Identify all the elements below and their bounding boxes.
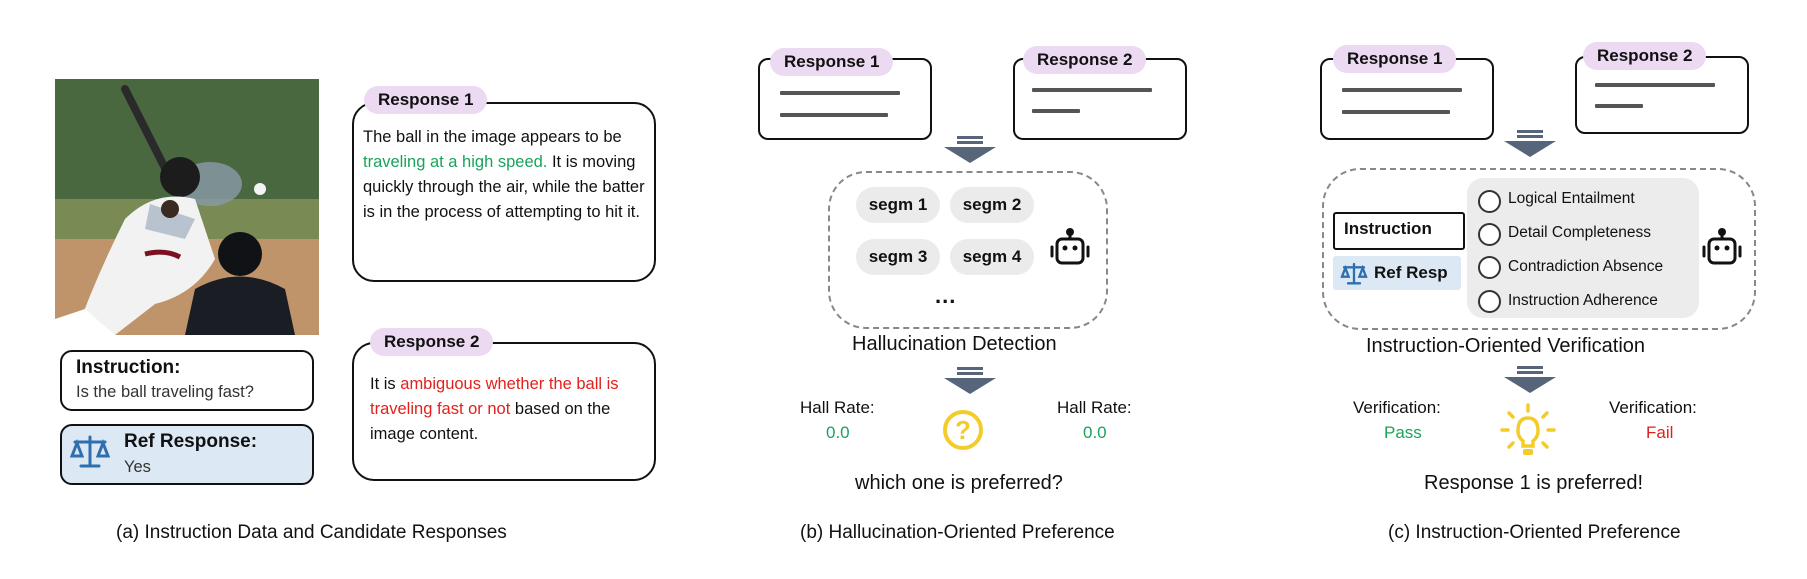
criterion-label: Contradiction Absence — [1508, 258, 1664, 275]
panel-c-ref-resp-label: Ref Resp — [1374, 263, 1448, 282]
panel-b-left-metric-value: 0.0 — [826, 423, 850, 442]
criterion-radio — [1478, 190, 1501, 213]
panel-c-left-metric-label: Verification: — [1353, 398, 1441, 417]
ref-response-label: Ref Response: — [124, 431, 258, 452]
instruction-box — [60, 350, 314, 411]
panel-a-response1-title: Response 1 — [364, 86, 488, 114]
criteria-panel — [1467, 178, 1699, 318]
panel-a-response1-text: The ball in the image appears to be trav… — [363, 125, 653, 225]
response1-text-part1: The ball in the image appears to be — [363, 128, 622, 146]
panel-a-response2-text: It is ambiguous whether the ball is trav… — [370, 372, 630, 447]
panel-c-right-metric-label: Verification: — [1609, 398, 1697, 417]
verification-container — [1322, 168, 1756, 330]
panel-b-right-metric-value: 0.0 — [1083, 423, 1107, 442]
response2-text-highlight: ambiguous whether the ball is traveling … — [370, 375, 619, 418]
panel-c-result: Response 1 is preferred! — [1424, 472, 1644, 494]
criterion-radio — [1478, 223, 1501, 246]
panel-c-stage-label: Instruction-Oriented Verification — [1366, 335, 1646, 357]
response1-text-line — [1342, 88, 1462, 92]
question-icon: ? — [943, 410, 983, 450]
panel-b-response1-title: Response 1 — [770, 48, 894, 76]
panel-b-result: which one is preferred? — [855, 472, 1063, 494]
panel-b-right-metric-label: Hall Rate: — [1057, 398, 1132, 417]
arrow-down-icon — [1504, 366, 1556, 393]
instruction-text: Is the ball traveling fast? — [76, 383, 254, 401]
segment-chip: segm 4 — [950, 239, 1034, 275]
panel-b-left-metric-label: Hall Rate: — [800, 398, 875, 417]
panel-c-right-metric-value: Fail — [1646, 423, 1674, 442]
response2-text-line — [1595, 83, 1715, 87]
robot-icon — [1702, 228, 1742, 265]
response2-text-line — [1032, 109, 1080, 113]
segment-chip: segm 2 — [950, 187, 1034, 223]
response1-text-part2: It is moving quickly through the air, wh… — [363, 153, 645, 221]
arrow-down-icon — [944, 136, 996, 163]
arrow-down-icon — [944, 367, 996, 394]
response1-text-line — [780, 113, 888, 117]
panel-c-instruction-label: Instruction — [1344, 219, 1432, 238]
criterion-label: Logical Entailment — [1508, 190, 1635, 207]
panel-b-response2-title: Response 2 — [1023, 46, 1147, 74]
segment-container — [828, 171, 1108, 329]
segment-chip: segm 1 — [856, 187, 940, 223]
panel-a-response1-bubble — [352, 102, 656, 282]
response1-text-line — [1342, 110, 1450, 114]
segment-ellipsis: ... — [935, 283, 957, 308]
baseball-photo-illustration — [55, 79, 319, 335]
ref-response-text: Yes — [124, 458, 151, 476]
robot-icon — [1050, 228, 1090, 265]
criterion-radio — [1478, 290, 1501, 313]
response1-text-line — [780, 91, 900, 95]
response1-text-highlight: traveling at a high speed. — [363, 153, 548, 171]
instruction-label: Instruction: — [76, 357, 181, 378]
response2-text-part1: It is — [370, 375, 401, 393]
panel-b-caption: (b) Hallucination-Oriented Preference — [800, 522, 1115, 543]
panel-a-response2-title: Response 2 — [370, 328, 494, 356]
panel-b-stage-label: Hallucination Detection — [852, 333, 1057, 355]
response2-text-line — [1032, 88, 1152, 92]
panel-a-response2-bubble — [352, 342, 656, 481]
response2-text-line — [1595, 104, 1643, 108]
baseball-photo — [55, 79, 319, 335]
lightbulb-icon — [1500, 403, 1556, 455]
criterion-label: Detail Completeness — [1508, 224, 1652, 241]
criterion-label: Instruction Adherence — [1508, 292, 1658, 309]
criterion-radio — [1478, 256, 1501, 279]
response2-text-part2: based on the image content. — [370, 400, 611, 443]
scale-icon — [1340, 262, 1368, 285]
panel-c-caption: (c) Instruction-Oriented Preference — [1388, 522, 1681, 543]
panel-c-instruction-box — [1333, 212, 1465, 250]
ref-response-box — [60, 424, 314, 485]
segment-chip: segm 3 — [856, 239, 940, 275]
panel-c-response2-title: Response 2 — [1583, 42, 1707, 70]
arrow-down-icon — [1504, 130, 1556, 157]
question-symbol: ? — [955, 415, 971, 445]
panel-c-left-metric-value: Pass — [1384, 423, 1422, 442]
panel-c-response1-title: Response 1 — [1333, 45, 1457, 73]
scale-icon — [69, 435, 111, 468]
panel-a-caption: (a) Instruction Data and Candidate Respo… — [116, 522, 507, 543]
